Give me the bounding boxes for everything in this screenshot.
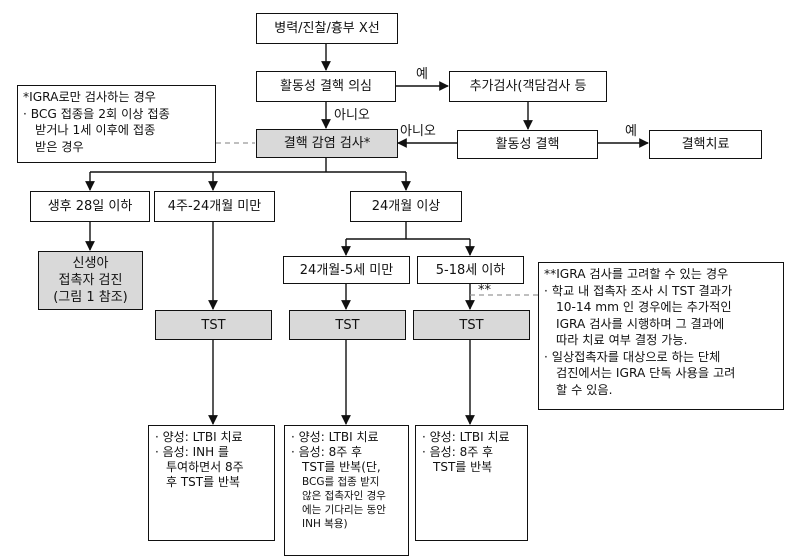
age-over-24mo-box: 24개월 이상 [350,191,462,222]
result-line: TST를 반복(단, [302,460,381,474]
age-5-18y-text: 5-18세 이하 [435,262,506,278]
age-24mo-5y-box: 24개월-5세 미만 [283,256,410,284]
result-line: · 양성: LTBI 치료 [291,430,379,444]
igra-consider-note-title: **IGRA 검사를 고려할 수 있는 경우 [544,267,729,281]
age-5-18y-box: 5-18세 이하 [417,256,524,284]
result-line: · 음성: INH 를 [155,445,229,459]
newborn-contact-line: 신생아 [72,256,109,271]
igra-consider-note-line: · 일상접촉자를 대상으로 하는 단체 [544,349,721,364]
result-line: 후 TST를 반복 [166,475,241,489]
result-box-24mo-5y: · 양성: LTBI 치료 · 음성: 8주 후 TST를 반복(단, BCG를… [284,425,409,556]
result-box-5-18y: · 양성: LTBI 치료 · 음성: 8주 후 TST를 반복 [415,425,528,541]
igra-consider-note: **IGRA 검사를 고려할 수 있는 경우 · 학교 내 접촉자 조사 시 T… [538,262,784,410]
no-label-suspect: 아니오 [334,108,370,123]
result-line: · 음성: 8주 후 [291,445,363,459]
igra-consider-note-line: 검진에서는 IGRA 단독 사용을 고려 [556,366,736,380]
igra-only-note-line: · BCG 접종을 2회 이상 접종 [23,106,170,121]
tst-box: TST [289,310,406,340]
yes-label-suspect: 예 [416,67,428,82]
age-under-28days-text: 생후 28일 이하 [47,199,133,214]
tst-text: TST [335,317,360,333]
history-exam-xray-text: 병력/진찰/흉부 X선 [274,21,380,36]
igra-consider-note-line: 따라 치료 여부 결정 가능. [556,333,688,347]
age-4wk-24mo-box: 4주-24개월 미만 [154,191,275,222]
newborn-contact-box: 신생아 접촉자 검진 (그림 1 참조) [38,251,143,310]
igra-consider-note-line: IGRA 검사를 시행하며 그 결과에 [556,316,725,331]
age-under-28days-box: 생후 28일 이하 [30,191,150,222]
result-line: · 양성: LTBI 치료 [422,430,510,444]
igra-consider-note-line: 10-14 mm 인 경우에는 추가적인 [556,300,732,314]
double-star-label: ** [478,283,491,298]
result-line: 않은 접촉자인 경우 [302,490,386,502]
tb-treatment-text: 결핵치료 [681,137,730,152]
tst-box: TST [155,310,272,340]
age-4wk-24mo-text: 4주-24개월 미만 [167,199,262,214]
history-exam-xray-box: 병력/진찰/흉부 X선 [256,13,398,44]
igra-consider-note-line: 할 수 있음. [556,382,613,397]
result-line: BCG를 접종 받지 [302,476,380,488]
result-line: · 음성: 8주 후 [422,445,494,459]
age-over-24mo-text: 24개월 이상 [371,199,441,214]
additional-tests-text: 추가검사(객담검사 등 [469,79,587,94]
igra-only-note: *IGRA로만 검사하는 경우 · BCG 접종을 2회 이상 접종 받거나 1… [17,85,216,163]
age-24mo-5y-text: 24개월-5세 미만 [299,262,394,278]
infection-test-box: 결핵 감염 검사* [256,129,398,158]
igra-only-note-line: 받은 경우 [35,139,84,154]
additional-tests-box: 추가검사(객담검사 등 [449,71,607,102]
tst-text: TST [459,317,484,333]
active-tb-text: 활동성 결핵 [495,137,560,152]
active-tb-box: 활동성 결핵 [457,130,598,159]
tst-box: TST [413,310,530,340]
newborn-contact-line: (그림 1 참조) [53,290,128,305]
igra-only-note-title: *IGRA로만 검사하는 경우 [23,90,156,104]
suspect-active-tb-text: 활동성 결핵 의심 [280,79,372,94]
igra-consider-note-line: · 학교 내 접촉자 조사 시 TST 결과가 [544,283,733,298]
result-box-4wk-24mo: · 양성: LTBI 치료 · 음성: INH 를 투여하면서 8주 후 TST… [148,425,275,541]
tb-treatment-box: 결핵치료 [649,130,762,159]
infection-test-text: 결핵 감염 검사* [283,136,371,151]
tst-text: TST [201,317,226,333]
suspect-active-tb-box: 활동성 결핵 의심 [256,71,396,102]
yes-label-active: 예 [625,124,637,139]
result-line: INH 복용) [302,518,348,530]
result-line: 투여하면서 8주 [166,460,244,474]
igra-only-note-line: 받거나 1세 이후에 접종 [35,123,156,137]
newborn-contact-line: 접촉자 검진 [58,273,123,288]
result-line: · 양성: LTBI 치료 [155,430,243,444]
result-line: 에는 기다리는 동안 [302,504,386,516]
no-label-active: 아니오 [400,124,436,139]
result-line: TST를 반복 [433,460,493,474]
